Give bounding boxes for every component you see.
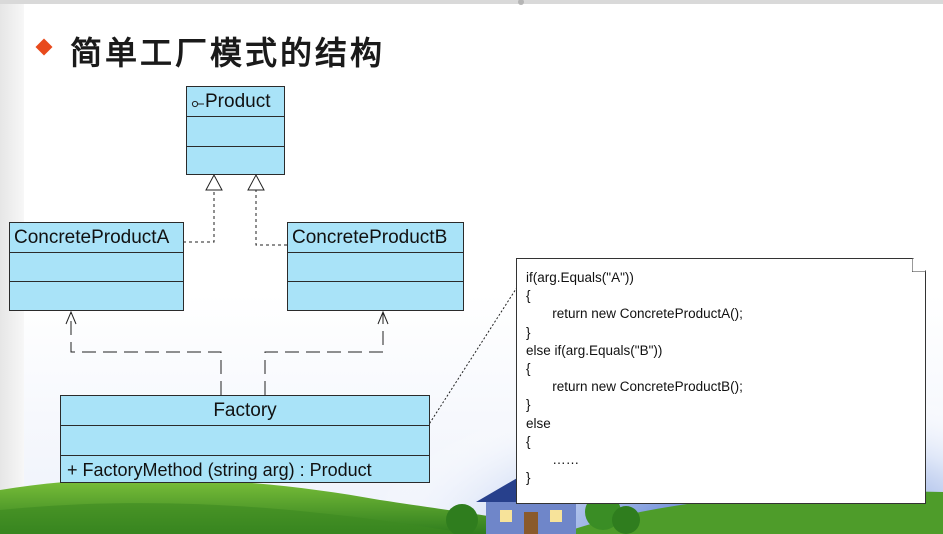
concrete-product-a-attributes: [10, 252, 183, 281]
factory-class-name: Factory: [213, 400, 277, 421]
concrete-product-b-attributes: [288, 252, 463, 281]
product-attributes: [187, 116, 284, 146]
note-code-line: if(arg.Equals("A")): [526, 270, 634, 285]
note-code-line: }: [526, 397, 531, 413]
product-operations: [187, 146, 284, 174]
concrete-product-b-class[interactable]: ConcreteProductB: [287, 222, 464, 311]
note-code-line: else if(arg.Equals("B")): [526, 342, 663, 358]
concrete-product-a-operations: [10, 281, 183, 310]
note-code-line: return new ConcreteProductB();: [526, 379, 743, 395]
code-note[interactable]: if(arg.Equals("A")) { return new Concrete…: [516, 258, 926, 504]
concrete-product-b-operations: [288, 281, 463, 310]
note-code-line: return new ConcreteProductA();: [526, 306, 743, 322]
note-code-line: {: [526, 288, 531, 304]
product-class[interactable]: Product: [186, 86, 285, 175]
realization-line-a: [183, 190, 215, 243]
factory-method: + FactoryMethod (string arg) : Product: [67, 460, 372, 480]
note-code-line: }: [526, 324, 531, 340]
interface-icon: [191, 90, 205, 108]
concrete-product-a-name: ConcreteProductA: [14, 227, 170, 248]
note-code-line: else: [526, 415, 551, 431]
note-code-line: }: [526, 470, 531, 486]
factory-attributes: [61, 425, 429, 455]
product-class-label: Product: [205, 91, 271, 112]
factory-operations: + FactoryMethod (string arg) : Product: [61, 455, 429, 483]
dependency-arrow-a: [65, 310, 77, 325]
concrete-product-b-name: ConcreteProductB: [292, 227, 448, 248]
note-fold-icon: [912, 258, 926, 272]
slide-title: 简单工厂模式的结构: [70, 34, 386, 72]
dependency-arrow-b: [377, 310, 389, 325]
dependency-line-b: [264, 312, 384, 395]
note-code-line: {: [526, 361, 531, 377]
realization-line-b: [255, 190, 287, 246]
note-code-block: if(arg.Equals("A")) { return new Concrete…: [526, 269, 743, 487]
realization-arrow-a: [205, 173, 223, 191]
note-code-line: ……: [526, 452, 580, 468]
note-code-line: {: [526, 433, 531, 449]
dependency-line-a: [70, 312, 222, 395]
product-class-name: Product: [187, 87, 284, 116]
factory-class[interactable]: Factory + FactoryMethod (string arg) : P…: [60, 395, 430, 483]
realization-arrow-b: [247, 173, 265, 191]
concrete-product-a-class[interactable]: ConcreteProductA: [9, 222, 184, 311]
